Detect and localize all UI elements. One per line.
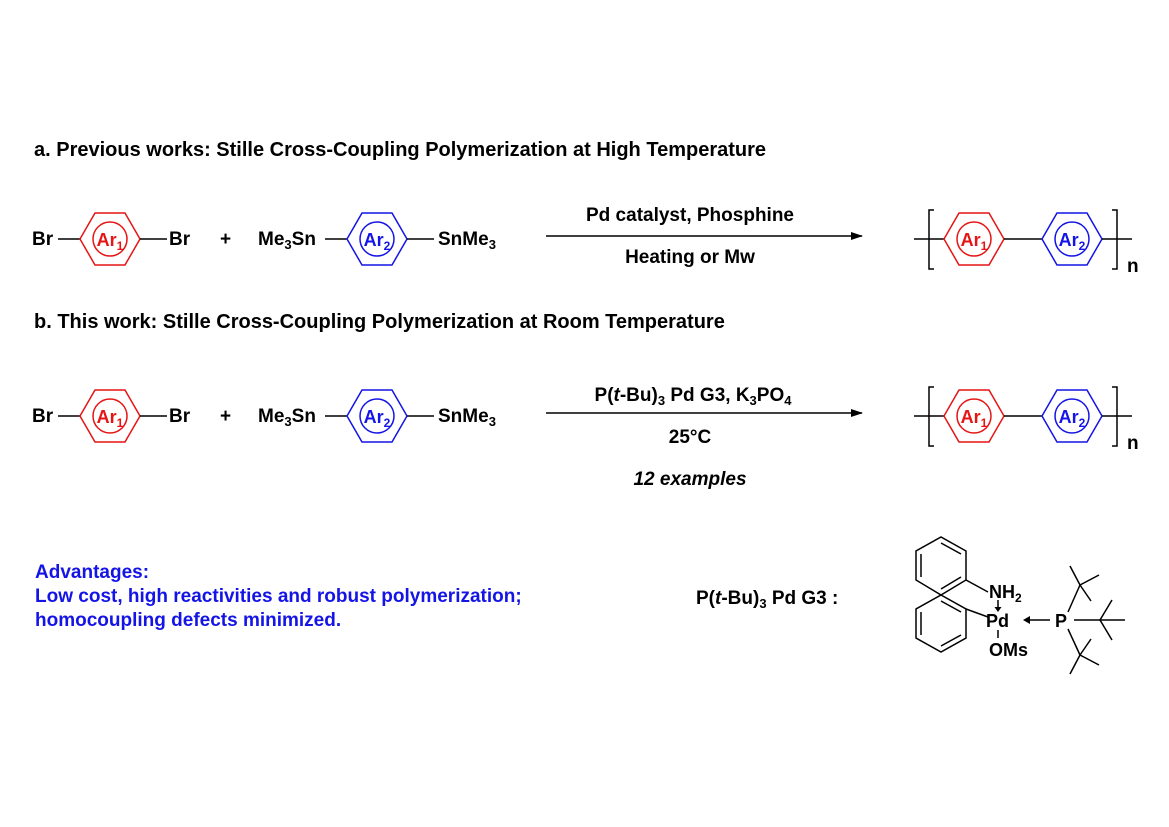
- section-b-title: b. This work: Stille Cross-Coupling Poly…: [34, 311, 725, 333]
- me3sn-group: Me3Sn: [258, 229, 316, 252]
- ar1-label: Ar1: [961, 407, 988, 430]
- conditions-b-bottom: 25°C: [668, 427, 712, 448]
- ar2-label: Ar2: [364, 230, 391, 253]
- conditions-b-top: P(t-Bu)3 Pd G3, K3PO4: [594, 385, 792, 408]
- polymer-product-b: Ar1 Ar2 n: [914, 386, 1139, 454]
- catalyst-structure: [915, 536, 1125, 675]
- nh2-group: NH2: [989, 582, 1022, 605]
- palladium-atom: Pd: [986, 611, 1009, 631]
- benzene-ring-lower: [915, 594, 967, 653]
- advantages-line-2: homocoupling defects minimized.: [35, 610, 342, 631]
- snme3-group: SnMe3: [438, 229, 496, 252]
- repeat-unit-n: n: [1127, 256, 1139, 277]
- reactant-br-right: Br: [169, 229, 191, 250]
- polymer-product-a: Ar1 Ar2 n: [914, 209, 1139, 277]
- advantages-line-1: Low cost, high reactivities and robust p…: [35, 586, 522, 607]
- ar2-label: Ar2: [364, 407, 391, 430]
- reaction-b-reactants: Ar1 Ar2: [58, 389, 434, 443]
- section-a-title: a. Previous works: Stille Cross-Coupling…: [34, 139, 767, 161]
- plus-sign: +: [220, 406, 232, 427]
- oms-group: OMs: [989, 640, 1028, 660]
- examples-count: 12 examples: [633, 469, 747, 490]
- conditions-a-top: Pd catalyst, Phosphine: [586, 205, 794, 226]
- reaction-a-reactants: Ar1 Ar2: [58, 212, 434, 266]
- ar1-label: Ar1: [961, 230, 988, 253]
- ar2-label: Ar2: [1059, 407, 1086, 430]
- reactant-br-left: Br: [32, 229, 54, 250]
- snme3-group: SnMe3: [438, 406, 496, 429]
- ar1-label: Ar1: [97, 407, 124, 430]
- me3sn-group: Me3Sn: [258, 406, 316, 429]
- conditions-a-bottom: Heating or Mw: [625, 247, 755, 268]
- ar2-label: Ar2: [1059, 230, 1086, 253]
- reactant-br-left: Br: [32, 406, 54, 427]
- reactant-br-right: Br: [169, 406, 191, 427]
- phosphorus-atom: P: [1055, 611, 1067, 631]
- ar1-label: Ar1: [97, 230, 124, 253]
- catalyst-label: P(t-Bu)3 Pd G3 :: [696, 588, 839, 611]
- advantages-heading: Advantages:: [35, 562, 150, 583]
- plus-sign: +: [220, 229, 232, 250]
- repeat-unit-n: n: [1127, 433, 1139, 454]
- benzene-ring-upper: [915, 536, 967, 596]
